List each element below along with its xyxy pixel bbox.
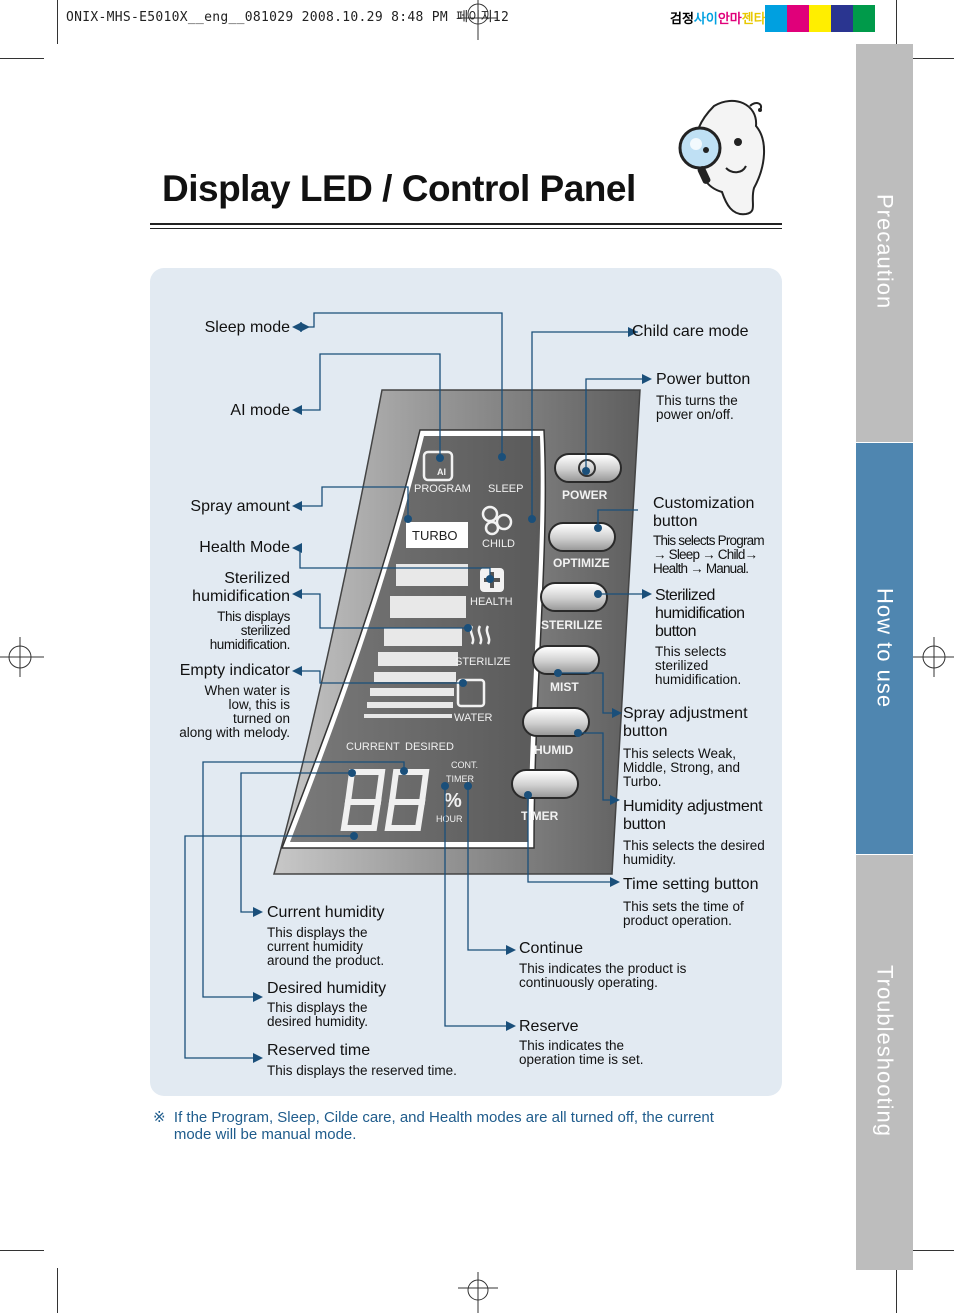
continue-desc: This indicates the product is continuous… (519, 961, 687, 990)
spray-bar (396, 564, 468, 586)
ai-mode-label: AI mode (230, 402, 290, 419)
cyan-swatch (765, 5, 787, 32)
page-title: Display LED / Control Panel (162, 168, 636, 209)
power-icon (578, 459, 596, 477)
timer-button[interactable] (511, 769, 579, 799)
sleep-mode-label: Sleep mode (204, 319, 290, 336)
crop-mark (896, 1268, 897, 1313)
time-setting-title: Time setting button (623, 876, 759, 893)
reserved-time-desc: This displays the reserved time. (267, 1063, 457, 1078)
program-icon (422, 450, 454, 482)
tab-how-to-use[interactable]: How to use (856, 443, 913, 854)
crop-mark (910, 58, 954, 59)
reserve-title: Reserve (519, 1018, 579, 1035)
empty-indicator-desc: When water is low, this is turned on alo… (179, 683, 290, 740)
print-file-info: ONIX-MHS-E5010X__eng__081029 2008.10.29 … (66, 10, 510, 25)
tab-how-to-use-label: How to use (872, 588, 898, 709)
spray-bar (367, 702, 453, 708)
crop-mark (57, 0, 58, 44)
mist-button[interactable] (532, 645, 600, 675)
color-label: 검정사이안마젠타노랑 (670, 8, 790, 27)
tab-precaution-label: Precaution (872, 194, 898, 310)
spray-adjustment-title: Spray adjustment button (623, 705, 748, 740)
reserve-desc: This indicates the operation time is set… (519, 1038, 644, 1067)
current-humidity-desc: This displays the current humidity aroun… (267, 925, 385, 968)
humidity-digits (340, 769, 430, 831)
ai-label: AI (437, 467, 446, 477)
customization-button-title: Customization button (653, 495, 755, 530)
green-swatch (853, 5, 875, 32)
title-rule (150, 223, 782, 225)
humid-button-label: HUMID (534, 743, 574, 757)
spray-bar (378, 652, 458, 666)
reserved-time-title: Reserved time (267, 1042, 371, 1059)
turbo-box (406, 522, 468, 548)
child-icon (481, 505, 513, 536)
water-icon (456, 678, 486, 708)
desired-label: DESIRED (405, 741, 454, 753)
sterilized-humidification-label: Sterilized humidification (192, 570, 290, 605)
desired-humidity-desc: This displays the desired humidity. (267, 1000, 369, 1029)
current-label: CURRENT (346, 741, 400, 753)
sterilize-button-label: STERILIZE (541, 618, 603, 632)
humidity-adjustment-title: Humidity adjustment button (623, 798, 763, 833)
child-care-mode-label: Child care mode (632, 323, 749, 340)
program-label: PROGRAM (414, 483, 471, 495)
tab-precaution[interactable]: Precaution (856, 44, 913, 442)
spray-bar (374, 672, 456, 682)
current-humidity-title: Current humidity (267, 904, 385, 921)
cont-label: CONT. (451, 760, 478, 770)
sterilized-humidification-desc: This displays sterilized humidification. (209, 609, 291, 652)
spray-bar (370, 688, 454, 696)
child-label: CHILD (482, 538, 516, 550)
blue-swatch (831, 5, 853, 32)
desired-humidity-title: Desired humidity (267, 980, 387, 997)
crop-mark (0, 58, 44, 59)
color-label-text: 검정사이안마젠타노랑 (670, 11, 790, 26)
power-button-label: POWER (562, 488, 608, 502)
health-label: HEALTH (470, 596, 513, 608)
yellow-swatch (809, 5, 831, 32)
magenta-swatch (787, 5, 809, 32)
spray-bar (390, 596, 466, 618)
customization-button-desc: This selects Program → Sleep → Child→ He… (653, 533, 765, 576)
crop-mark (896, 0, 897, 44)
power-button-desc: This turns the power on/off. (656, 393, 738, 422)
humidity-adjustment-desc: This selects the desired humidity. (623, 838, 765, 867)
optimize-button-label: OPTIMIZE (553, 556, 610, 570)
power-button-title: Power button (656, 371, 751, 388)
empty-indicator-label: Empty indicator (179, 662, 290, 679)
control-panel-device (273, 389, 641, 875)
title-rule-thin (150, 228, 782, 229)
tab-troubleshooting-label: Troubleshooting (872, 965, 898, 1137)
timer-label: TIMER (446, 774, 474, 784)
sterilized-button-title: Sterilized humidification button (655, 587, 745, 640)
color-calibration-bar (765, 5, 875, 32)
mascot-illustration (678, 99, 766, 216)
timer-button-label: TIMER (521, 809, 559, 823)
sleep-label: SLEEP (488, 483, 524, 495)
turbo-label: TURBO (412, 528, 458, 543)
footnote: ※ If the Program, Sleep, Cilde care, and… (153, 1109, 714, 1143)
hour-label: HOUR (436, 814, 463, 824)
water-label: WATER (454, 712, 493, 724)
crop-mark (0, 1250, 44, 1251)
health-mode-label: Health Mode (199, 539, 290, 556)
percent-sign: % (444, 790, 462, 812)
sterilize-label: STERILIZE (455, 656, 511, 668)
crop-mark (910, 1250, 954, 1251)
continue-title: Continue (519, 940, 584, 957)
spray-amount-label: Spray amount (190, 498, 290, 515)
spray-bar (364, 714, 452, 718)
sterilized-button-desc: This selects sterilized humidification. (655, 644, 742, 687)
optimize-button[interactable] (548, 522, 616, 552)
crop-mark (57, 1268, 58, 1313)
spray-bar (384, 628, 462, 646)
time-setting-desc: This sets the time of product operation. (623, 899, 744, 928)
mist-button-label: MIST (550, 680, 579, 694)
spray-adjustment-desc: This selects Weak, Middle, Strong, and T… (623, 746, 741, 789)
tab-troubleshooting[interactable]: Troubleshooting (856, 855, 913, 1270)
